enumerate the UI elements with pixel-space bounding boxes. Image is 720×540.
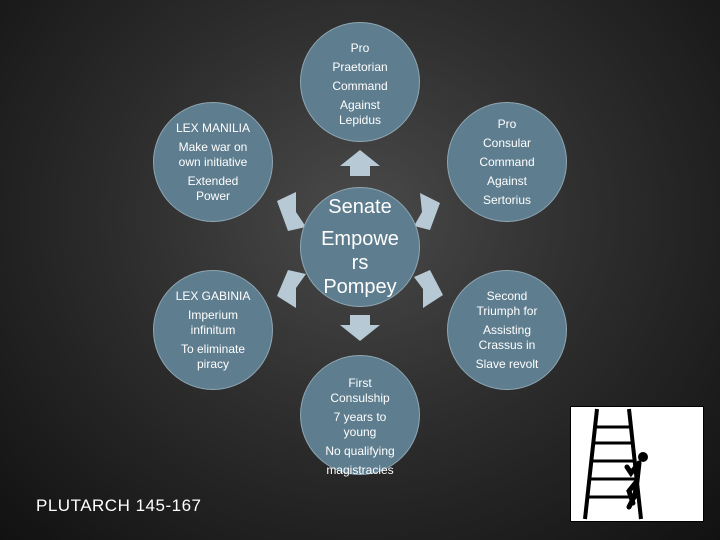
node-ul-line: Power [195,188,230,203]
node-lr-line: Crassus in [478,337,536,352]
node-ll-line: piracy [196,356,229,371]
source-citation: PLUTARCH 145-167 [36,496,202,515]
ladder-climber-image [570,406,704,522]
node-ul-line: Make war on [178,139,248,154]
node-bottom: First Consulship 7 years to young No qua… [300,355,420,477]
node-ll-line: infinitum [190,322,236,337]
node-top-line: Lepidus [338,113,382,127]
arrow-upper-right [414,193,440,230]
node-top-line: Pro [350,41,370,55]
ladder-climber-icon [583,408,648,520]
node-lower-right: Second Triumph for Assisting Crassus in … [447,270,567,390]
node-ll-line: Imperium [187,307,238,322]
node-lower-left: LEX GABINIA Imperium infinitum To elimin… [153,270,273,390]
arrow-upper-left [277,192,306,231]
node-bot-line: 7 years to [333,410,387,424]
node-lr-line: Assisting [482,322,532,337]
node-ul-line: Extended [187,173,239,188]
node-center-line: Senate [328,196,392,218]
node-lr-line: Triumph for [476,303,538,318]
node-bot-line: No qualifying [325,444,395,458]
arrow-lower-right [414,270,443,308]
node-upper-left: LEX MANILIA Make war on own initiative E… [153,102,273,222]
node-bot-line: young [343,425,377,439]
node-bot-line: First [348,376,372,390]
node-center: Senate Empowe rs Pompey [300,187,420,307]
node-top-line: Against [339,98,381,112]
node-ll-line: To eliminate [180,341,246,356]
arrow-lower-left [277,270,306,308]
node-center-line: rs [351,252,369,274]
node-ul-line: LEX MANILIA [175,120,251,135]
arrow-down [340,315,380,341]
node-ur-line: Sertorius [482,192,532,207]
node-ur-line: Pro [497,116,517,131]
node-bot-line: Consulship [330,391,390,405]
node-upper-right: Pro Consular Command Against Sertorius [447,102,567,222]
node-top-line: Praetorian [332,60,388,74]
node-ll-line: LEX GABINIA [175,288,251,303]
node-ur-line: Command [479,154,535,169]
node-center-line: Empowe [321,228,399,250]
node-lr-line: Second [486,288,528,303]
node-ur-line: Against [486,173,528,188]
node-top-line: Command [332,79,388,93]
node-bot-line: magistracies [326,463,394,477]
node-top: Pro Praetorian Command Against Lepidus [300,22,420,142]
arrow-up [340,150,380,176]
node-lr-line: Slave revolt [475,356,539,371]
node-ul-line: own initiative [178,154,248,169]
node-center-line: Pompey [323,276,397,298]
node-ur-line: Consular [482,135,532,150]
